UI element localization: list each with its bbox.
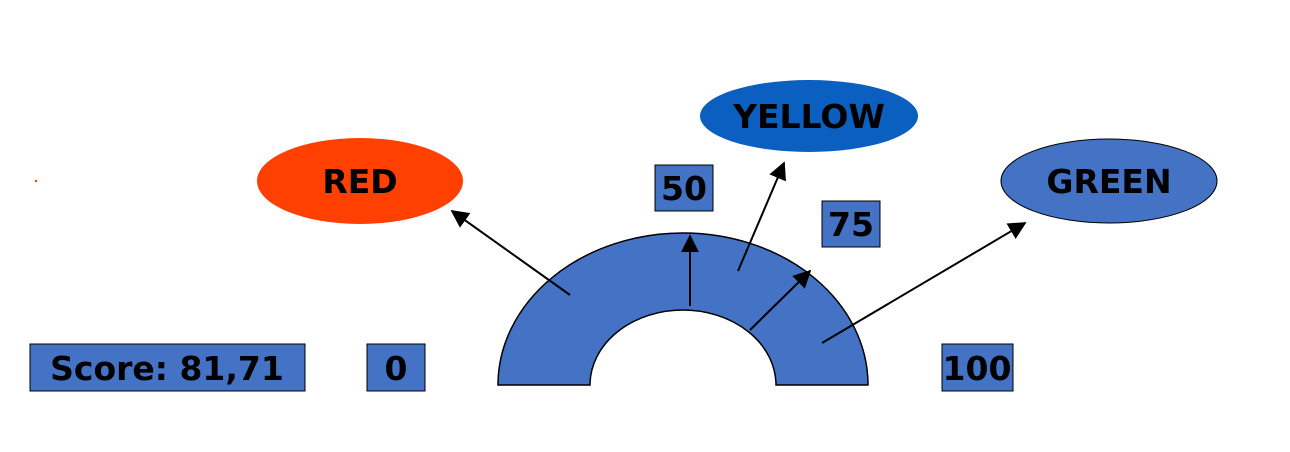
zone-green-label: GREEN bbox=[1046, 162, 1171, 201]
score-label: Score: 81,71 bbox=[50, 349, 284, 388]
zone-red: RED bbox=[257, 138, 463, 224]
scale-mid-box: 50 bbox=[654, 164, 714, 212]
stray-dot bbox=[34, 179, 38, 183]
scale-max-label: 100 bbox=[943, 349, 1012, 388]
score-box: Score: 81,71 bbox=[29, 343, 306, 392]
arrow-to-yellow bbox=[737, 161, 786, 272]
scale-upper-label: 75 bbox=[828, 205, 874, 244]
scale-min-box: 0 bbox=[366, 343, 426, 392]
scale-max-box: 100 bbox=[941, 343, 1014, 392]
arrow-to-green bbox=[821, 222, 1027, 344]
zone-red-label: RED bbox=[322, 162, 397, 201]
zone-green: GREEN bbox=[1000, 138, 1218, 224]
zone-yellow: YELLOW bbox=[700, 80, 918, 152]
scale-mid-label: 50 bbox=[661, 169, 707, 208]
gauge-arc bbox=[497, 232, 869, 386]
arrow-to-red bbox=[450, 209, 571, 296]
scale-upper-box: 75 bbox=[821, 200, 881, 248]
arrow-to-75 bbox=[749, 269, 812, 331]
zone-yellow-label: YELLOW bbox=[732, 97, 885, 136]
scale-min-label: 0 bbox=[385, 349, 408, 388]
